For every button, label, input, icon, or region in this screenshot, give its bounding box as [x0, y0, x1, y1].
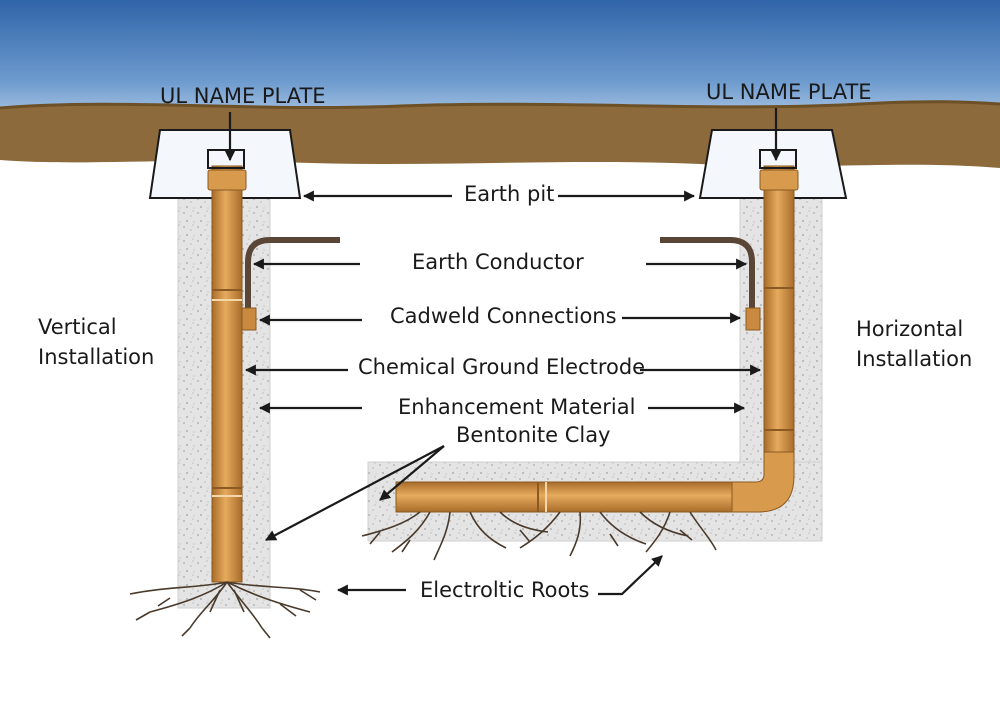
vertical-line-1: Vertical [38, 315, 117, 339]
left-roots [129, 581, 321, 639]
vertical-installation-label: Vertical Installation [38, 312, 154, 373]
right-plate-label: UL NAME PLATE [706, 80, 872, 104]
arrow-bentonite-trench [379, 445, 445, 501]
right-cadweld [745, 307, 761, 331]
left-earth-pit [148, 129, 302, 199]
cadweld-label: Cadweld Connections [390, 304, 617, 328]
earth-conductor-label: Earth Conductor [412, 250, 584, 274]
right-name-plate [759, 149, 797, 169]
left-electrode-cap [207, 169, 247, 191]
right-electrode-horizontal [395, 481, 733, 513]
earth-pit-label: Earth pit [464, 182, 555, 206]
left-name-plate [207, 149, 245, 169]
arrows [224, 108, 782, 596]
horizontal-line-2: Installation [856, 347, 973, 372]
horizontal-line-1: Horizontal [856, 317, 964, 341]
horizontal-installation-label: Horizontal Installation [856, 314, 972, 375]
roots-label: Electroltic Roots [420, 578, 590, 602]
right-electrode-vertical [763, 165, 795, 457]
right-earth-conductor [660, 237, 755, 318]
left-plate-label: UL NAME PLATE [160, 84, 326, 108]
electrode-label: Chemical Ground Electrode [358, 355, 646, 379]
enhancement-label: Enhancement Material [398, 395, 636, 419]
arrow-bentonite-vertical [265, 445, 445, 541]
horizontal-roots [361, 511, 717, 561]
left-electrode [211, 165, 243, 583]
arrow-roots-right [598, 555, 663, 596]
ground-highlight [0, 100, 1000, 110]
right-electrode-elbow [729, 451, 795, 513]
ground-layer [0, 101, 1000, 168]
left-cadweld [241, 307, 257, 331]
left-earth-conductor [245, 237, 340, 318]
vertical-line-2: Installation [38, 345, 155, 370]
right-electrode-cap [759, 169, 799, 191]
right-earth-pit [698, 129, 848, 199]
bentonite-label: Bentonite Clay [456, 423, 611, 447]
